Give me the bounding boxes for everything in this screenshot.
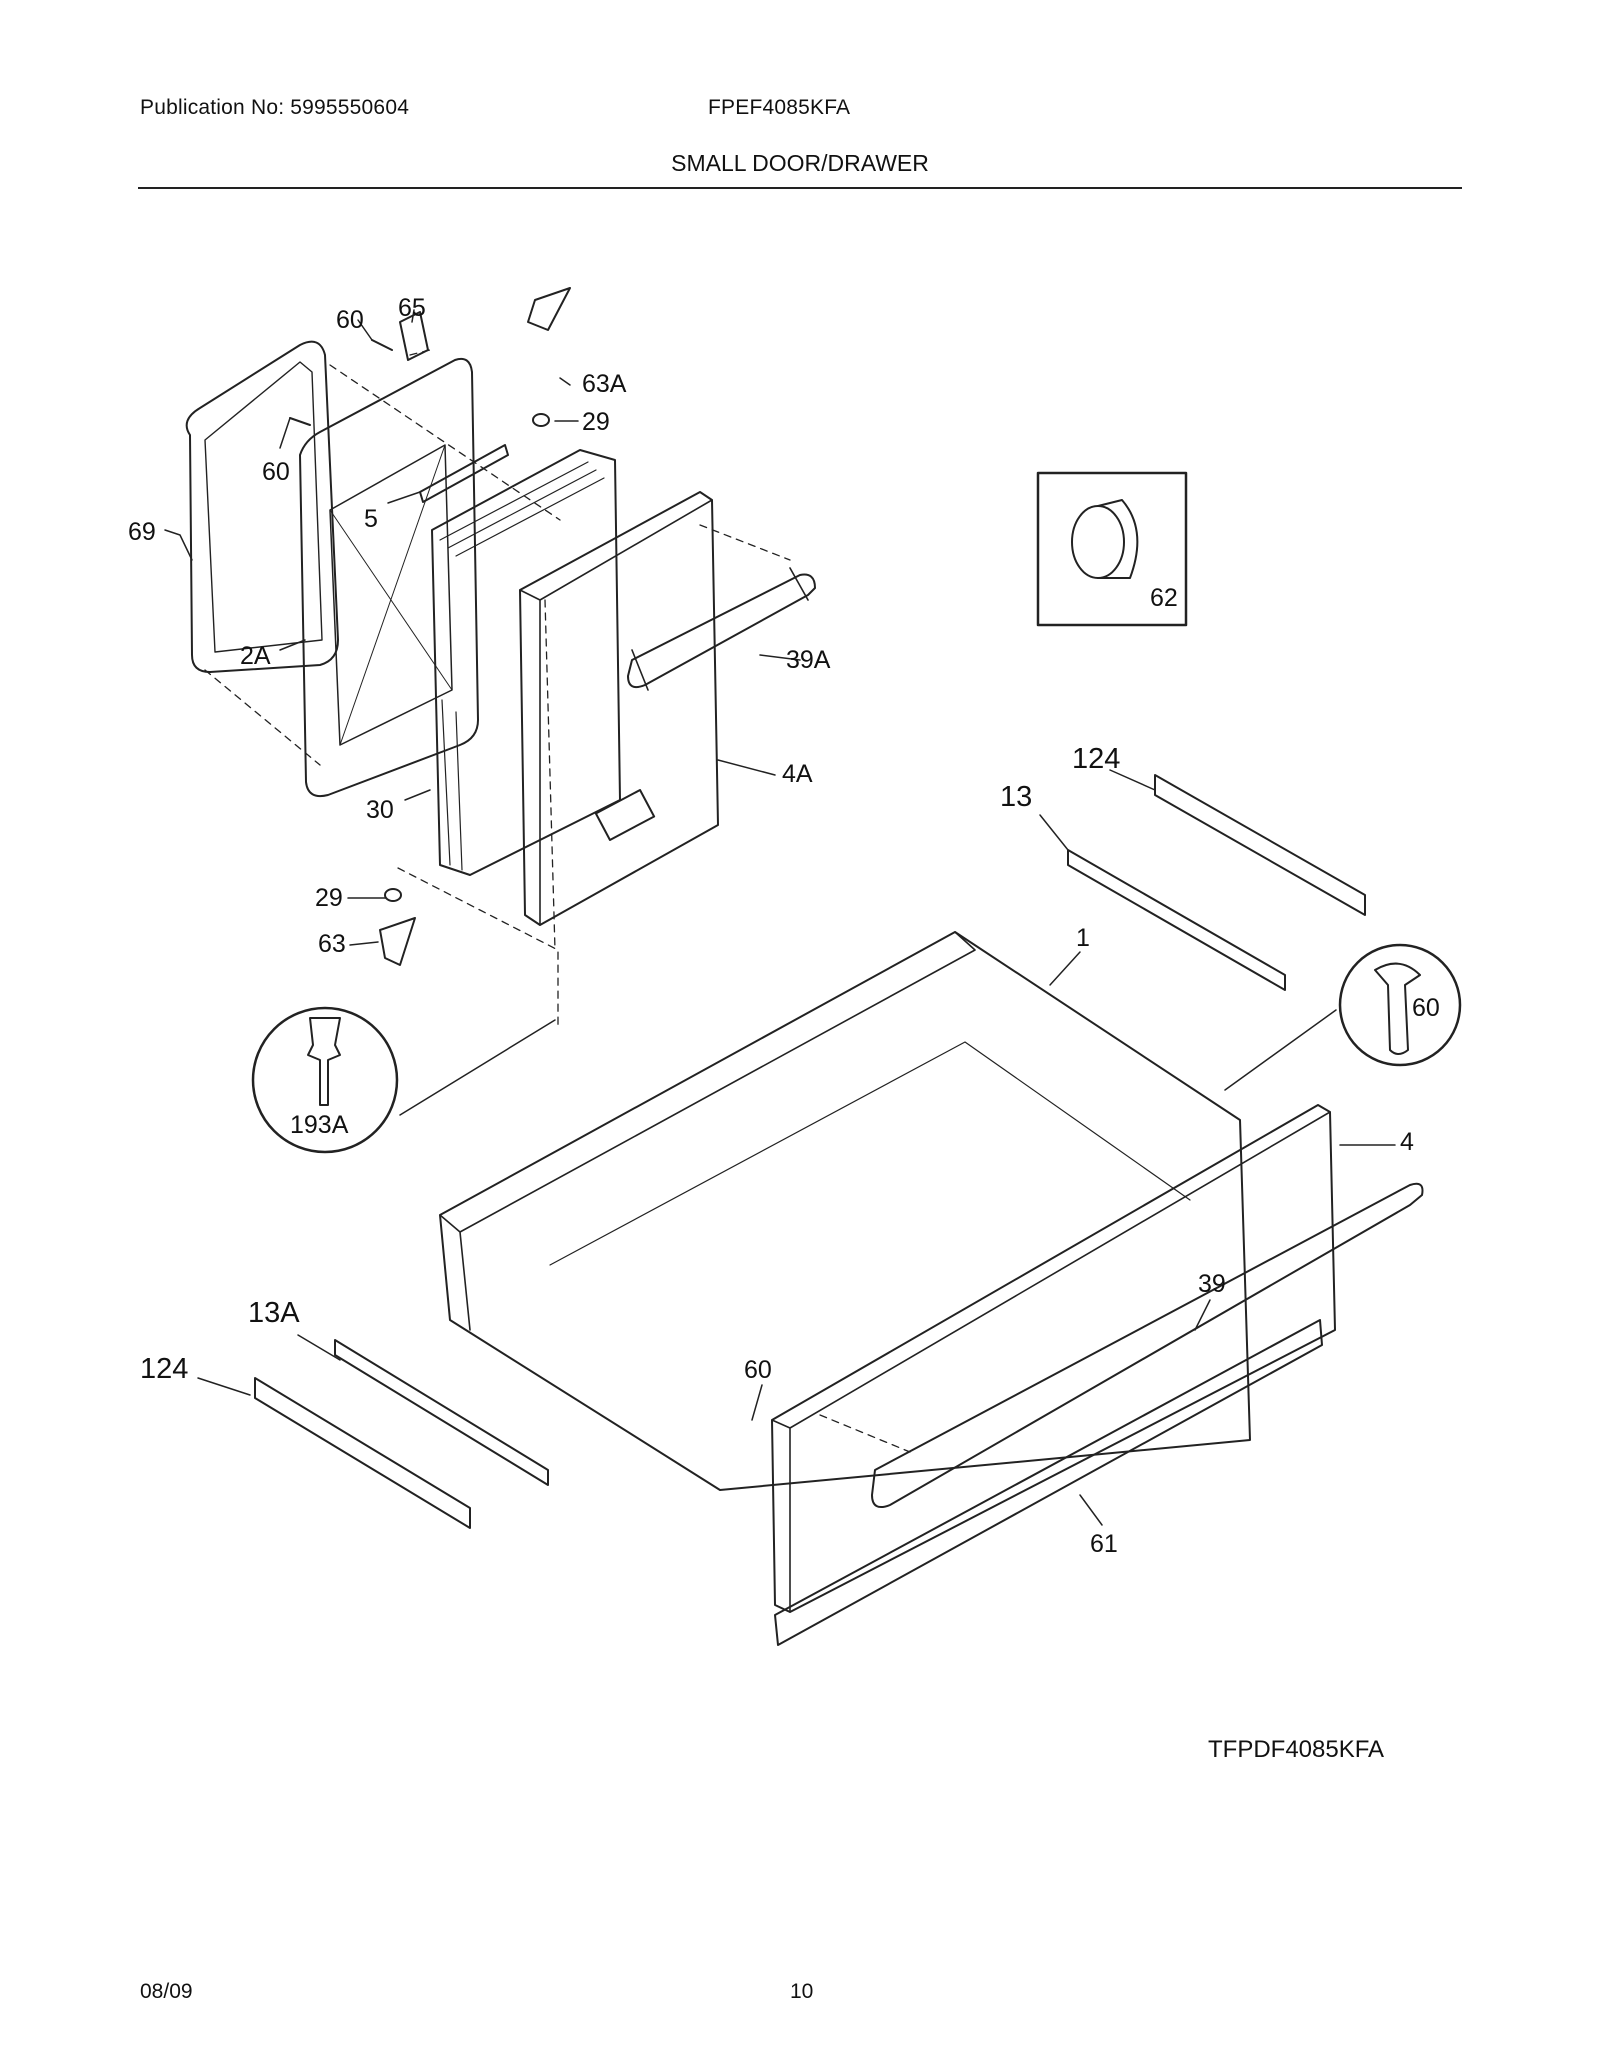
part-4A-outer-door [519,491,719,926]
callout-4A: 4A [782,760,813,788]
part-60-screw-detail [1374,962,1421,1055]
part-30-layers [439,461,605,871]
callout-60-bottom: 60 [744,1356,772,1384]
callout-29-top: 29 [582,408,610,436]
callout-39A: 39A [786,646,831,674]
publication-date: 08/09 [140,1980,193,2003]
part-4-edges [771,1111,1331,1613]
assembly-guide-lines [204,349,911,1453]
part-63A-hinge-top [527,287,571,331]
part-4A-edges [519,499,713,926]
section-title: SMALL DOOR/DRAWER [671,150,929,176]
part-39A-endcaps [631,567,809,691]
callout-63: 63 [318,930,346,958]
part-1-drawer-tub [439,931,1251,1491]
part-62-bumper-face [1071,505,1125,579]
callout-30: 30 [366,796,394,824]
callout-1: 1 [1076,924,1090,952]
part-60-screw-left [289,417,311,426]
detail-circle-60 [1338,943,1462,1067]
page-number: 10 [790,1980,814,2003]
part-5-bracket [419,444,509,503]
callout-124-top: 124 [1072,743,1120,775]
callout-69: 69 [128,518,156,546]
part-69-gasket-inner [204,361,323,653]
part-62-bumper-body [1097,499,1139,579]
part-13A-rail [334,1339,549,1486]
part-2A-door-liner [299,357,479,798]
callout-60-left: 60 [262,458,290,486]
callout-65: 65 [398,294,426,322]
model-number: FPEF4085KFA [708,96,851,119]
figure-code: TFPDF4085KFA [1208,1736,1385,1763]
callout-13: 13 [1000,781,1032,813]
part-39A-handle [627,573,816,689]
publication-number: Publication No: 5995550604 [140,96,410,119]
header-rule [138,187,1462,189]
part-29-bushing-top [532,413,550,427]
callout-13A: 13A [248,1297,300,1329]
callout-124-bottom: 124 [140,1353,188,1385]
leader-lines [164,309,1396,1526]
callout-62: 62 [1150,584,1178,612]
part-13-rail [1067,849,1286,991]
part-2A-glass-lines [329,444,453,746]
callout-5: 5 [364,505,378,533]
part-63-hinge-bottom [379,917,416,966]
part-1-tub-floor [549,1041,1191,1266]
part-62-box [1036,471,1188,627]
part-1-tub-rim [439,931,976,1331]
part-29-bushing-bottom [384,888,402,902]
callout-29-bottom: 29 [315,884,343,912]
part-69-gasket [185,340,339,673]
part-39-handle [871,1182,1424,1508]
callout-63A: 63A [582,370,627,398]
callout-60-circle: 60 [1412,994,1440,1022]
part-193A-pin [307,1017,341,1106]
part-124-rail-top [1154,774,1366,916]
callout-39: 39 [1198,1270,1226,1298]
callout-193A: 193A [290,1111,349,1139]
detail-circle-193A [251,1006,399,1154]
part-124-rail-bottom [254,1377,471,1529]
callout-61: 61 [1090,1530,1118,1558]
callout-2A: 2A [240,642,271,670]
part-4-drawer-front [771,1104,1336,1613]
part-61-kick-panel [774,1319,1323,1646]
part-60-screw-top [371,339,393,351]
callout-60-top: 60 [336,306,364,334]
part-4A-label-plate [594,789,656,841]
callout-4: 4 [1400,1128,1414,1156]
